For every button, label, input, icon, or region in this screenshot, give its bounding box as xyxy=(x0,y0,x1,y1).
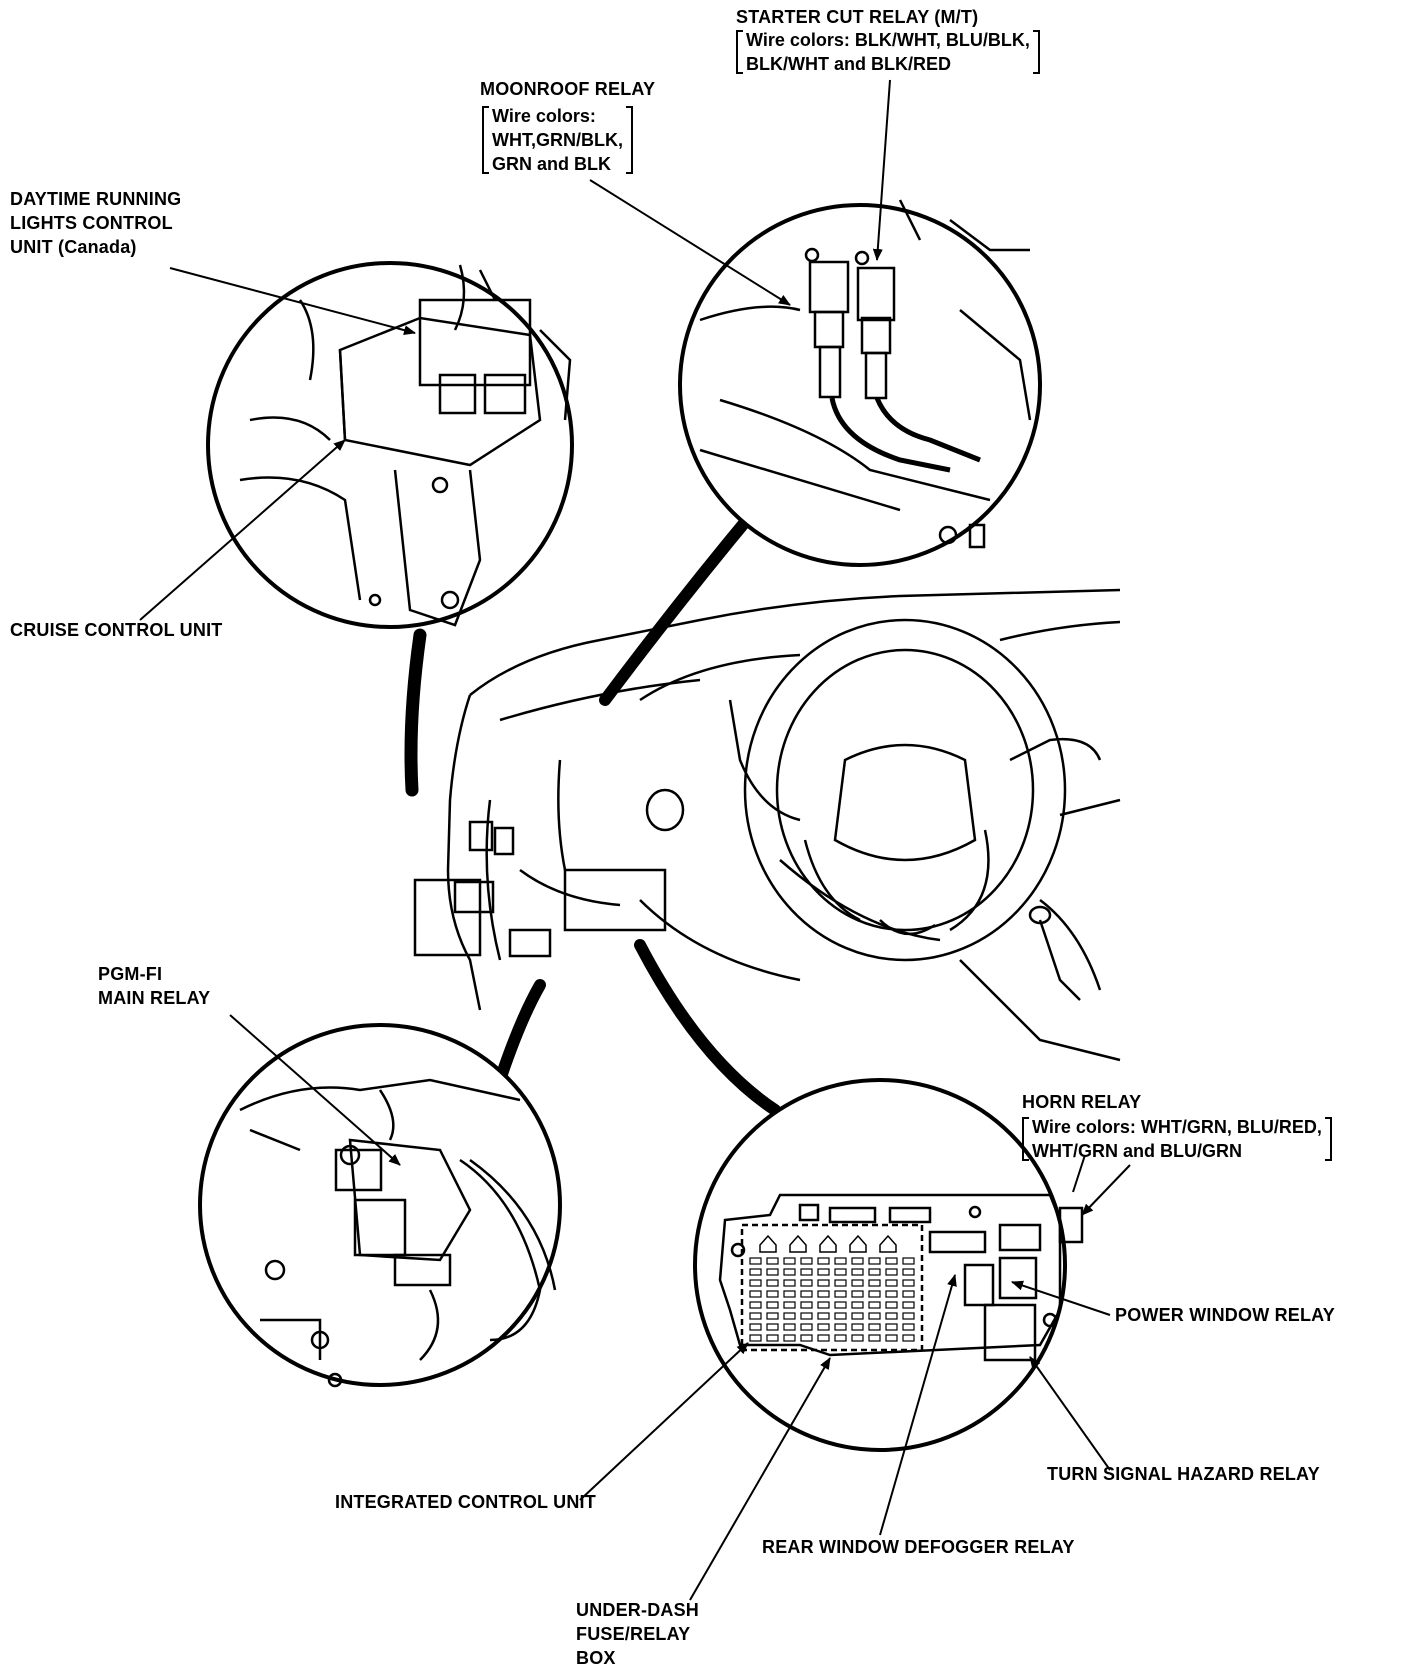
integrated-control-unit-label: INTEGRATED CONTROL UNIT xyxy=(335,1492,596,1512)
fuse-box-circle xyxy=(693,1078,1084,1452)
label-line: UNIT (Canada) xyxy=(10,237,137,257)
wire-line: WHT/GRN and BLU/GRN xyxy=(1032,1141,1242,1161)
moonroof-starter-circle xyxy=(678,199,1042,567)
label-line: FUSE/RELAY xyxy=(576,1624,691,1644)
cruise-control-unit-label: CRUISE CONTROL UNIT xyxy=(10,620,223,640)
turn-signal-hazard-relay-label: TURN SIGNAL HAZARD RELAY xyxy=(1047,1464,1320,1484)
starter-cut-relay-wire-colors: Wire colors: BLK/WHT, BLU/BLK, BLK/WHT a… xyxy=(736,28,1040,76)
leader-arrows xyxy=(139,79,1131,1601)
label-line: LIGHTS CONTROL xyxy=(10,213,173,233)
starter-cut-relay-title: STARTER CUT RELAY (M/T) xyxy=(736,7,979,27)
wire-line: BLK/WHT and BLK/RED xyxy=(746,54,951,74)
label-line: UNDER-DASH xyxy=(576,1600,699,1620)
under-dash-fuse-relay-box-label: UNDER-DASH FUSE/RELAY BOX xyxy=(576,1598,699,1670)
wire-line: GRN and BLK xyxy=(492,154,611,174)
moonroof-relay-wire-colors: Wire colors: WHT,GRN/BLK, GRN and BLK xyxy=(482,104,633,176)
dashboard-overview xyxy=(413,588,1121,1062)
leader-bands xyxy=(404,504,781,1116)
wire-line: Wire colors: xyxy=(492,106,596,126)
label-line: DAYTIME RUNNING xyxy=(10,189,182,209)
pgm-fi-circle xyxy=(198,1023,562,1388)
rear-window-defogger-relay-label: REAR WINDOW DEFOGGER RELAY xyxy=(762,1537,1075,1557)
horn-relay-title: HORN RELAY xyxy=(1022,1092,1142,1112)
wire-line: WHT,GRN/BLK, xyxy=(492,130,623,150)
label-line: MAIN RELAY xyxy=(98,988,211,1008)
pgm-fi-main-relay-label: PGM-FI MAIN RELAY xyxy=(98,962,210,1010)
label-line: PGM-FI xyxy=(98,964,163,984)
power-window-relay-label: POWER WINDOW RELAY xyxy=(1115,1305,1335,1325)
label-line: BOX xyxy=(576,1648,616,1668)
wire-line: Wire colors: WHT/GRN, BLU/RED, xyxy=(1032,1117,1322,1137)
moonroof-relay-title: MOONROOF RELAY xyxy=(480,79,656,99)
fuse-grid xyxy=(749,1234,915,1342)
horn-relay-wire-colors: Wire colors: WHT/GRN, BLU/RED, WHT/GRN a… xyxy=(1022,1115,1332,1163)
drl-cruise-circle xyxy=(206,261,574,629)
wire-line: Wire colors: BLK/WHT, BLU/BLK, xyxy=(746,30,1030,50)
daytime-running-lights-label: DAYTIME RUNNING LIGHTS CONTROL UNIT (Can… xyxy=(10,187,181,259)
